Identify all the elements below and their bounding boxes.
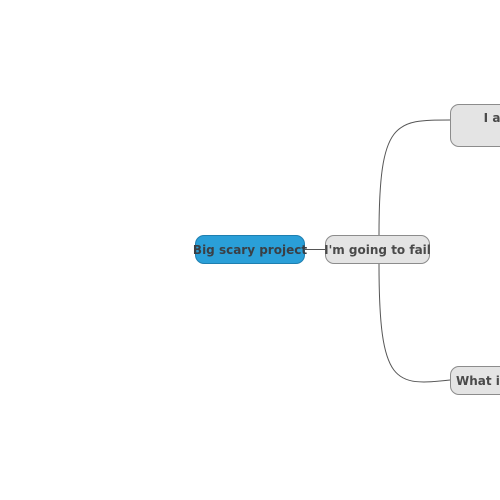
child-topic-node[interactable]: I'm going to fail	[324, 235, 431, 264]
child-to-bottom-branch-connector	[378, 263, 451, 383]
branch-topic-label-top-line1: I always	[483, 110, 500, 125]
branch-topic-node-top[interactable]: I always pro	[450, 104, 500, 147]
root-topic-node[interactable]: Big scary project	[192, 235, 308, 264]
branch-topic-label-bottom: What if	[456, 373, 500, 388]
branch-topic-label-top: I always pro	[456, 110, 500, 142]
branch-topic-node-bottom[interactable]: What if	[450, 366, 500, 395]
root-topic-label: Big scary project	[192, 242, 308, 257]
child-to-top-branch-connector	[378, 119, 451, 236]
child-topic-label: I'm going to fail	[324, 242, 431, 257]
